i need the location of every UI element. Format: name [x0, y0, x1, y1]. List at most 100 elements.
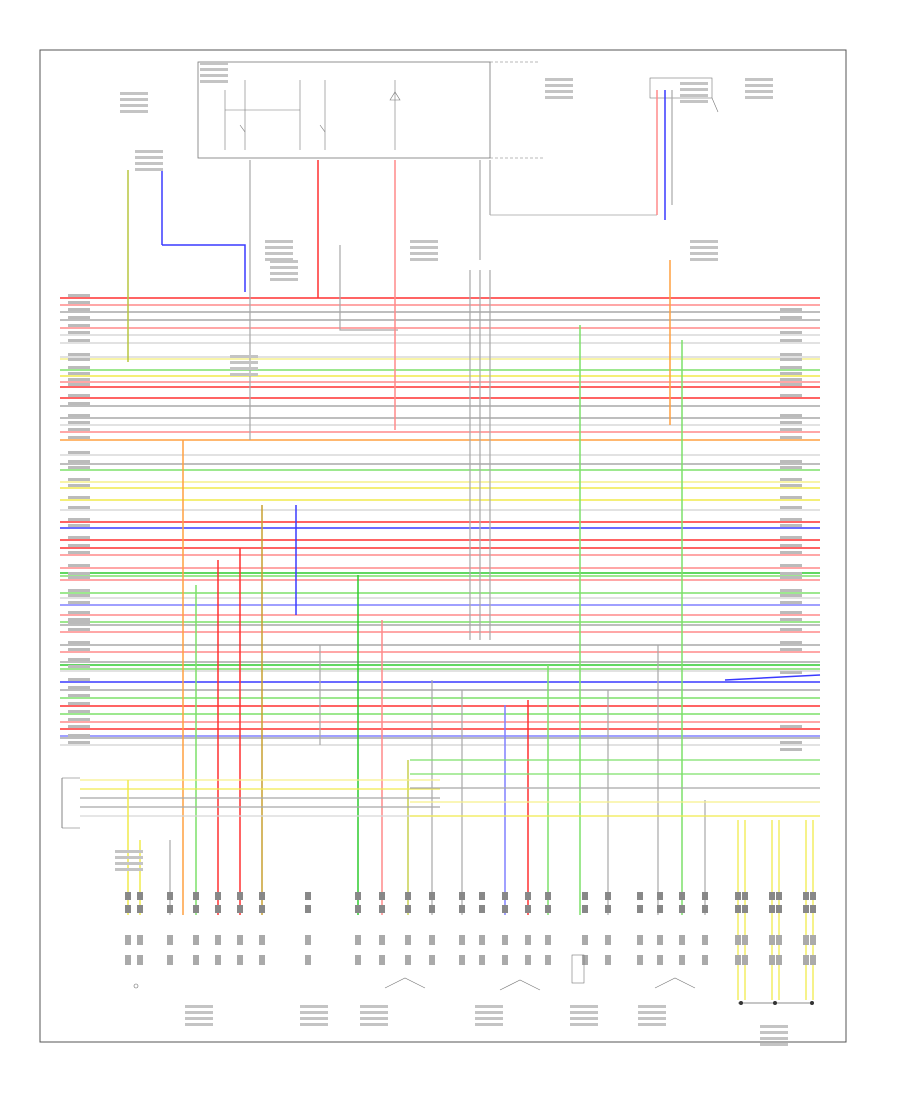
connector-pin — [637, 905, 643, 913]
connector-pin — [657, 955, 663, 965]
connector-pin — [742, 935, 748, 945]
connector-pin — [605, 955, 611, 965]
connector-pin — [502, 892, 508, 900]
wire-label — [68, 658, 90, 661]
wire-label — [68, 378, 90, 381]
connector-pin — [769, 905, 775, 913]
connector-pin — [459, 955, 465, 965]
connector-pin — [237, 955, 243, 965]
wire-label — [780, 308, 802, 311]
connector-pin — [137, 935, 143, 945]
wire-label — [68, 725, 90, 728]
component-label — [300, 1023, 328, 1026]
wire-label — [68, 466, 90, 469]
wire-label — [68, 734, 90, 737]
component-label — [230, 373, 258, 376]
wire-label — [68, 428, 90, 431]
component-label — [680, 82, 708, 85]
component-label — [410, 240, 438, 243]
wire-label — [780, 394, 802, 397]
component-label — [680, 100, 708, 103]
connector-pin — [810, 892, 816, 900]
wire-label — [780, 339, 802, 342]
connector-pin — [735, 892, 741, 900]
component-label — [300, 1017, 328, 1020]
wire-label — [780, 748, 802, 751]
connector-pin — [769, 955, 775, 965]
component-label — [745, 84, 773, 87]
component-label — [135, 162, 163, 165]
component-label — [475, 1023, 503, 1026]
wire-label — [68, 621, 90, 624]
connector-pin — [305, 905, 311, 913]
component-label — [690, 246, 718, 249]
connector-pin — [193, 935, 199, 945]
component-label — [410, 246, 438, 249]
wire-label — [68, 402, 90, 405]
connector-pin — [525, 892, 531, 900]
component-label — [120, 98, 148, 101]
connector-pin — [237, 892, 243, 900]
component-label — [360, 1011, 388, 1014]
wire-label — [780, 353, 802, 356]
wire-label — [68, 551, 90, 554]
connector-pin — [193, 892, 199, 900]
component-label — [230, 355, 258, 358]
wire-label — [68, 618, 90, 621]
component-label — [270, 266, 298, 269]
connector-pin — [193, 955, 199, 965]
connector-pin — [637, 892, 643, 900]
connector-pin — [237, 905, 243, 913]
connector-pin — [479, 935, 485, 945]
wire-label — [68, 414, 90, 417]
wire-label — [780, 506, 802, 509]
connector-pin — [459, 935, 465, 945]
connector-pin — [582, 905, 588, 913]
wire-label — [780, 518, 802, 521]
wire-label — [68, 718, 90, 721]
connector-pin — [582, 892, 588, 900]
connector-pin — [429, 892, 435, 900]
component-label — [760, 1043, 788, 1046]
connector-pin — [167, 892, 173, 900]
wire-label — [68, 710, 90, 713]
wire-label — [780, 648, 802, 651]
component-label — [760, 1037, 788, 1040]
connector-pin — [657, 892, 663, 900]
connector-pin — [237, 935, 243, 945]
wire-label — [68, 436, 90, 439]
wire-label — [780, 564, 802, 567]
component-label — [115, 868, 143, 871]
connector-pin — [525, 905, 531, 913]
connector-pin — [167, 905, 173, 913]
connector-pin — [502, 935, 508, 945]
component-label — [265, 246, 293, 249]
connector-pin — [525, 955, 531, 965]
wire-label — [68, 294, 90, 297]
wire-label — [68, 301, 90, 304]
component-label — [185, 1017, 213, 1020]
wire-label — [780, 378, 802, 381]
component-label — [185, 1011, 213, 1014]
connector-pin — [742, 892, 748, 900]
connector-pin — [479, 905, 485, 913]
connector-pin — [545, 905, 551, 913]
wire-label — [68, 366, 90, 369]
connector-pin — [742, 955, 748, 965]
component-label — [300, 1005, 328, 1008]
bottom-components — [133, 954, 814, 1005]
connector-pin — [810, 935, 816, 945]
component-label — [570, 1017, 598, 1020]
connector-pin — [125, 892, 131, 900]
connector-pin — [355, 955, 361, 965]
component-label — [230, 361, 258, 364]
wire-label — [780, 428, 802, 431]
wire-label — [780, 366, 802, 369]
connector-pin — [679, 892, 685, 900]
wire-label — [780, 436, 802, 439]
component-label — [638, 1023, 666, 1026]
connector-pin — [810, 905, 816, 913]
wire-label — [68, 451, 90, 454]
connector-pin — [379, 905, 385, 913]
